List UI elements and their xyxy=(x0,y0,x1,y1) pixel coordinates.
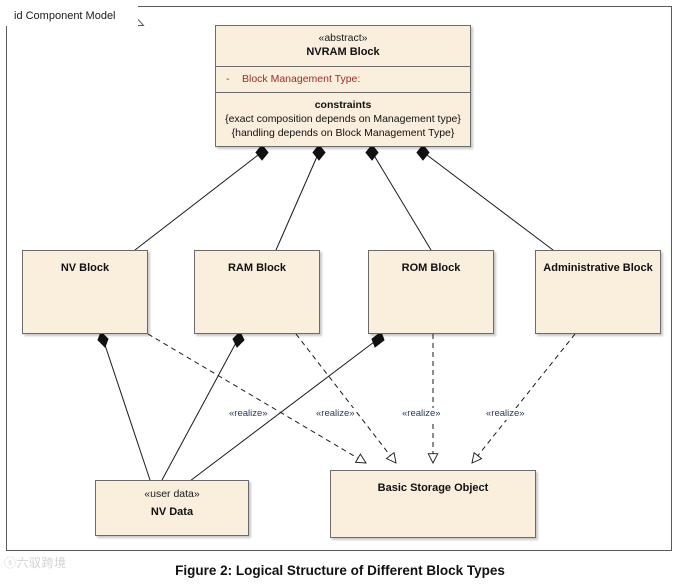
node-ram-block[interactable]: RAM Block xyxy=(194,250,320,334)
basic-storage-object-name: Basic Storage Object xyxy=(377,482,489,494)
visibility-marker: - xyxy=(226,73,230,85)
nv-data-stereotype: «user data» xyxy=(144,488,200,500)
nvram-block-stereotype: «abstract» xyxy=(318,32,368,44)
node-nv-block[interactable]: NV Block xyxy=(22,250,148,334)
node-basic-storage-object[interactable]: Basic Storage Object xyxy=(330,470,536,538)
nvram-block-header: «abstract» NVRAM Block xyxy=(216,26,470,66)
edge-label-realize-1: «realize» xyxy=(228,408,269,420)
watermark: ⓢ六驭跨境 xyxy=(4,556,67,570)
nvram-block-constraints: constraints {exact composition depends o… xyxy=(216,92,470,146)
nv-data-name: NV Data xyxy=(150,506,194,518)
node-nv-data[interactable]: «user data» NV Data xyxy=(95,480,249,536)
nvram-block-name: NVRAM Block xyxy=(306,46,380,58)
nvram-block-attributes: -Block Management Type: xyxy=(216,66,470,92)
attribute-label: Block Management Type: xyxy=(242,73,361,85)
constraint-line-2: {handling depends on Block Management Ty… xyxy=(231,127,455,139)
figure-caption: Figure 2: Logical Structure of Different… xyxy=(175,563,505,578)
frame-label: id Component Model xyxy=(6,6,138,26)
nv-block-name: NV Block xyxy=(60,262,110,274)
node-administrative-block[interactable]: Administrative Block xyxy=(535,250,661,334)
rom-block-name: ROM Block xyxy=(401,262,461,274)
ram-block-name: RAM Block xyxy=(227,262,287,274)
edge-label-realize-4: «realize» xyxy=(485,408,526,420)
node-nvram-block[interactable]: «abstract» NVRAM Block -Block Management… xyxy=(215,25,471,147)
edge-label-realize-3: «realize» xyxy=(401,408,442,420)
edge-label-realize-2: «realize» xyxy=(315,408,356,420)
constraints-title: constraints xyxy=(314,99,372,111)
nvram-block-attribute-row: -Block Management Type: xyxy=(222,72,464,86)
administrative-block-name: Administrative Block xyxy=(543,262,653,274)
node-rom-block[interactable]: ROM Block xyxy=(368,250,494,334)
constraint-line-1: {exact composition depends on Management… xyxy=(225,113,461,125)
